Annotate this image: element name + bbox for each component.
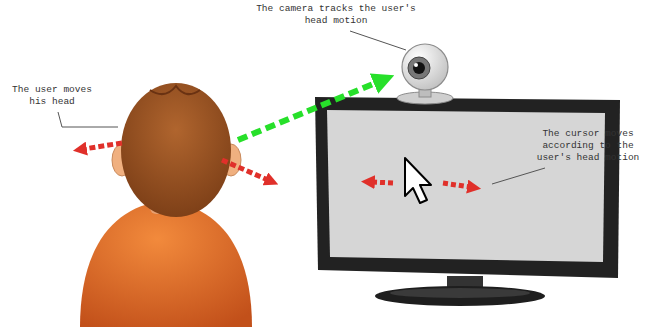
camera-lens-glint [414,63,418,67]
callout-label: The cursor moves according to the user's… [534,128,642,164]
motion-arrow [84,143,122,149]
user-hair [150,86,200,94]
monitor-frame [315,97,620,278]
camera-lens [413,62,425,74]
monitor-base [375,286,545,306]
camera-ball [402,44,448,90]
leader-line [58,112,118,127]
camera-lens-ring [408,57,430,79]
monitor-base-highlight [390,288,530,298]
motion-arrow [443,183,470,187]
cursor-arrow [405,158,431,203]
tracking-arrow [238,82,378,140]
leader-line [350,31,406,50]
motion-arrow [222,160,268,180]
callout-label: The user moves his head [6,84,98,108]
user-body [80,201,252,327]
user-head [121,83,231,217]
motion-arrow [372,182,393,183]
leader-line [492,168,545,184]
callout-label: The camera tracks the user's head motion [250,3,422,27]
